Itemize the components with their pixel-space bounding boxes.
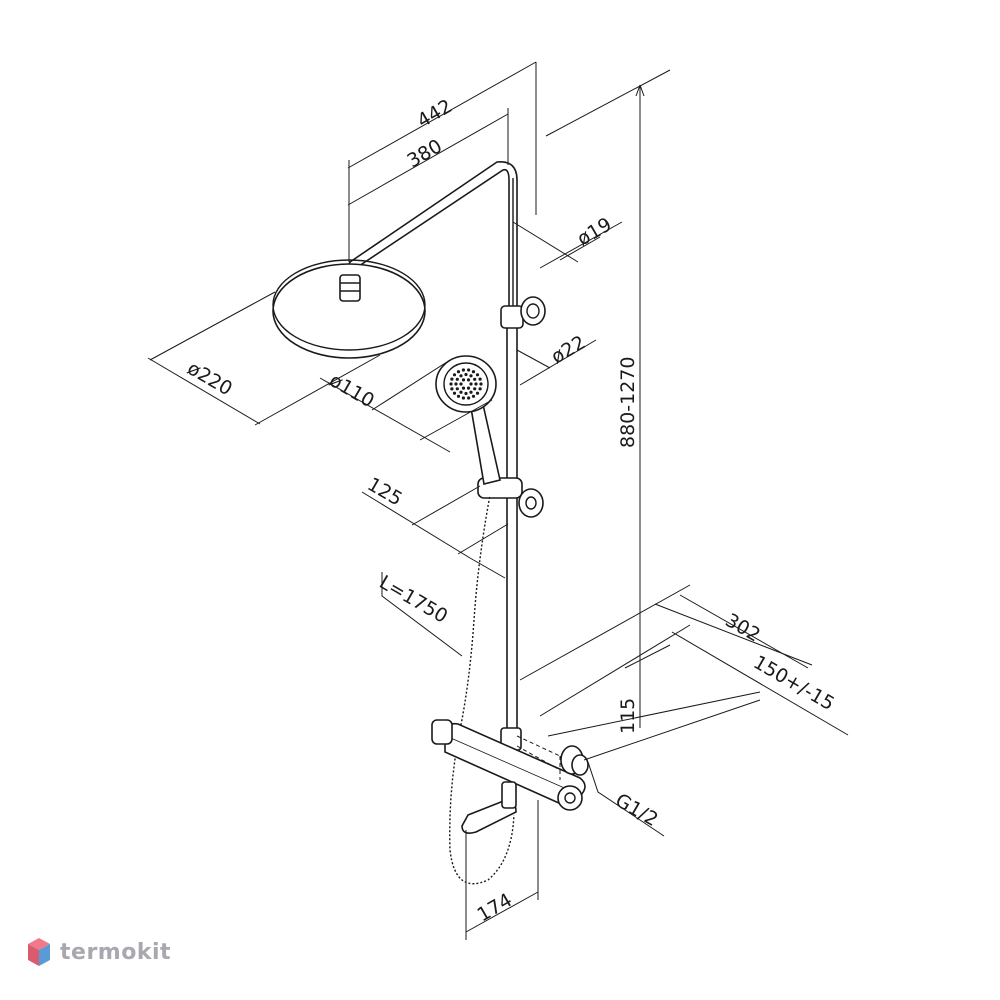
nozzle-dot <box>473 377 477 381</box>
dim-174-label: 174 <box>474 889 516 926</box>
nozzle-dot <box>464 391 468 396</box>
dim-rail-diameter <box>516 339 597 386</box>
hand-shower-nozzles <box>449 368 483 400</box>
thermostatic-mixer <box>431 719 589 834</box>
nozzle-dot <box>459 390 463 394</box>
nozzle-dot <box>455 387 459 391</box>
nozzle-dot <box>471 370 476 374</box>
hose-length-leader <box>381 572 463 657</box>
nozzle-dot <box>450 387 454 391</box>
nozzle-dot <box>479 382 483 386</box>
dim-22-label: ø22 <box>548 331 590 368</box>
nozzle-dot <box>464 372 468 377</box>
nozzle-dot <box>459 374 463 378</box>
dim-442-label: 442 <box>414 95 456 132</box>
nozzle-dot <box>455 377 459 381</box>
dim-mixer-depths <box>519 584 849 761</box>
termokit-logo-icon <box>28 938 50 966</box>
nozzle-dot <box>471 394 476 398</box>
dim-150-label: 150+/-15 <box>750 651 839 715</box>
nozzle-dot <box>473 387 477 391</box>
dim-slider-offset <box>361 485 509 579</box>
dim-110-label: ø110 <box>326 369 378 412</box>
dim-height-range <box>545 69 671 728</box>
nozzle-dot <box>452 373 457 377</box>
nozzle-dot <box>469 374 473 378</box>
dim-880-1270-label: 880-1270 <box>617 357 639 448</box>
shower-riser-rail <box>500 296 546 751</box>
nozzle-dot <box>449 382 453 386</box>
nozzle-dot <box>452 391 457 395</box>
dim-115-label: 115 <box>617 698 639 734</box>
dim-125-label: 125 <box>364 473 406 510</box>
dim-arm-length <box>347 61 537 262</box>
shower-hose <box>448 494 516 885</box>
nozzle-dot <box>475 391 480 395</box>
nozzle-dot <box>456 394 461 398</box>
nozzle-dot <box>469 382 473 386</box>
nozzle-dot <box>478 387 482 391</box>
nozzle-dot <box>478 377 482 381</box>
dim-19-label: ø19 <box>574 213 616 250</box>
thread-leader <box>587 761 665 837</box>
dim-arm-diameter <box>512 221 623 269</box>
dim-spout-width <box>465 800 539 940</box>
dim-302-label: 302 <box>722 609 764 646</box>
brand-watermark: termokit <box>26 936 171 968</box>
nozzle-dot <box>466 378 471 382</box>
nozzle-dot <box>456 370 461 374</box>
dim-head-diameters <box>147 291 493 453</box>
rain-shower-head <box>272 259 426 359</box>
nozzle-dot <box>454 382 458 386</box>
nozzle-dot <box>459 382 463 386</box>
nozzle-dot <box>474 382 478 386</box>
nozzle-dot <box>461 396 465 400</box>
nozzle-dot <box>467 396 471 400</box>
nozzle-dot <box>461 386 466 390</box>
thread-label: G1/2 <box>612 789 662 831</box>
nozzle-dot <box>467 368 471 372</box>
dim-380-label: 380 <box>404 135 446 172</box>
nozzle-dot <box>466 386 471 390</box>
nozzle-dot <box>461 368 465 372</box>
nozzle-dot <box>450 377 454 381</box>
nozzle-dot <box>475 373 480 377</box>
hand-shower <box>435 355 501 485</box>
brand-name: termokit <box>60 939 172 965</box>
nozzle-dot <box>461 378 466 382</box>
nozzle-dot <box>469 390 473 394</box>
